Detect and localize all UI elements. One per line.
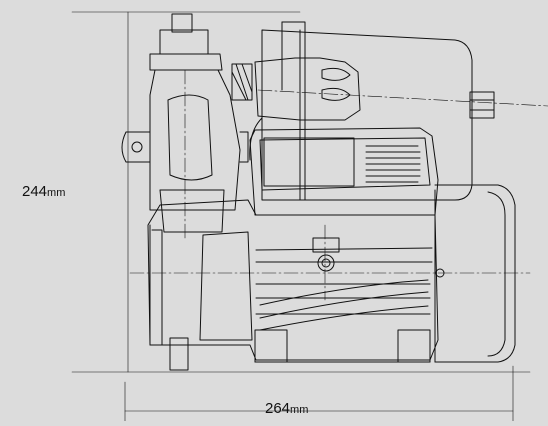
height-value: 244 — [22, 183, 48, 200]
height-dimension-label: 244mm — [22, 184, 65, 200]
terminal-box — [249, 127, 439, 216]
motor-body — [261, 21, 495, 201]
pump-head — [121, 13, 249, 233]
center-lines — [129, 69, 548, 301]
drain-plug — [312, 237, 340, 272]
width-unit: mm — [290, 404, 309, 416]
height-unit: mm — [47, 187, 66, 199]
base-feet — [169, 329, 431, 371]
pump-housing — [147, 199, 439, 361]
dimension-lines — [71, 11, 531, 422]
rear-cover — [434, 184, 516, 363]
width-value: 264 — [265, 400, 291, 417]
pressure-switch — [231, 57, 361, 161]
width-dimension-label: 264mm — [265, 401, 308, 417]
